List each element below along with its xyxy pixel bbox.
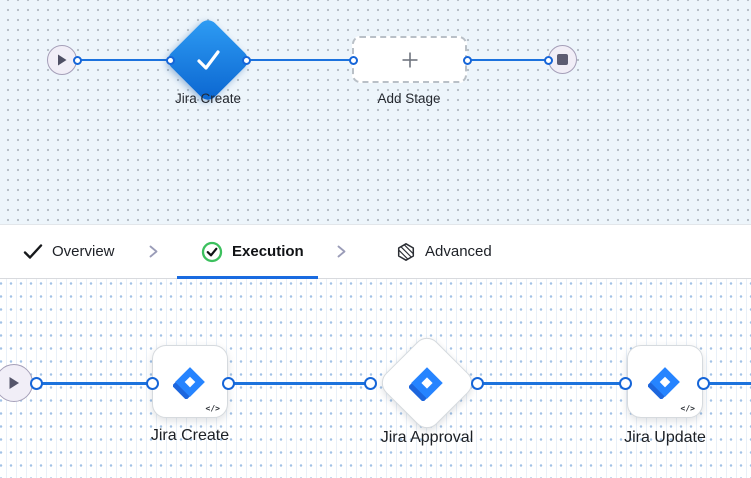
- tab-label: Execution: [232, 243, 304, 260]
- jira-logo-icon: [409, 365, 445, 401]
- connector-port[interactable]: [165, 55, 175, 65]
- connector-line: [228, 381, 370, 385]
- stage-canvas[interactable]: Jira Create Add Stage: [0, 0, 751, 224]
- tab-label: Advanced: [425, 243, 492, 260]
- connector-line: [467, 58, 548, 61]
- connector-port[interactable]: [221, 376, 235, 390]
- play-icon: [57, 54, 67, 66]
- stop-icon: [557, 54, 568, 65]
- step-node-jira-approval[interactable]: [376, 332, 478, 434]
- connector-port[interactable]: [145, 376, 159, 390]
- stage-config-tabs: Overview Execution: [0, 224, 751, 279]
- connector-port[interactable]: [470, 376, 484, 390]
- jira-logo-icon: [648, 365, 682, 399]
- connector-line: [77, 58, 170, 61]
- stage-node-jira-create[interactable]: [164, 16, 252, 104]
- execution-canvas[interactable]: </> Jira Create Jira Approval: [0, 279, 751, 478]
- jira-logo-icon: [173, 365, 207, 399]
- connector-port[interactable]: [29, 376, 43, 390]
- step-label: Jira Update: [624, 429, 706, 446]
- check-circle-icon: [201, 241, 223, 263]
- connector-port[interactable]: [462, 55, 472, 65]
- stage-label: Jira Create: [174, 91, 242, 106]
- plus-icon: [400, 50, 420, 70]
- pipeline-start-node[interactable]: [47, 45, 77, 75]
- add-stage-label: Add Stage: [377, 91, 441, 106]
- step-label: Jira Create: [150, 427, 230, 444]
- step-node-jira-update[interactable]: </>: [627, 345, 703, 418]
- connector-port[interactable]: [348, 55, 358, 65]
- connector-line: [477, 381, 625, 385]
- execution-start-node[interactable]: [0, 364, 33, 402]
- connector-port[interactable]: [543, 55, 553, 65]
- tab-overview[interactable]: Overview: [23, 225, 115, 278]
- step-label: Jira Approval: [380, 429, 474, 446]
- connector-line: [246, 58, 353, 61]
- active-tab-underline: [177, 276, 318, 279]
- connector-port[interactable]: [241, 55, 251, 65]
- code-badge: </>: [680, 404, 695, 413]
- step-node-jira-create[interactable]: </>: [152, 345, 228, 418]
- play-icon: [8, 376, 20, 390]
- connector-port[interactable]: [363, 376, 377, 390]
- chevron-right-icon: [335, 225, 348, 278]
- code-badge: </>: [205, 404, 220, 413]
- tab-execution[interactable]: Execution: [201, 225, 304, 278]
- cube-icon: [396, 242, 416, 262]
- add-stage-button[interactable]: [352, 36, 467, 83]
- checkmark-icon: [191, 43, 225, 77]
- tab-label: Overview: [52, 243, 115, 260]
- connector-port[interactable]: [618, 376, 632, 390]
- chevron-right-icon: [147, 225, 160, 278]
- check-icon: [23, 243, 43, 260]
- connector-port[interactable]: [696, 376, 710, 390]
- connector-line: [703, 381, 751, 385]
- connector-port[interactable]: [72, 55, 82, 65]
- connector-line: [36, 381, 152, 385]
- tab-advanced[interactable]: Advanced: [396, 225, 492, 278]
